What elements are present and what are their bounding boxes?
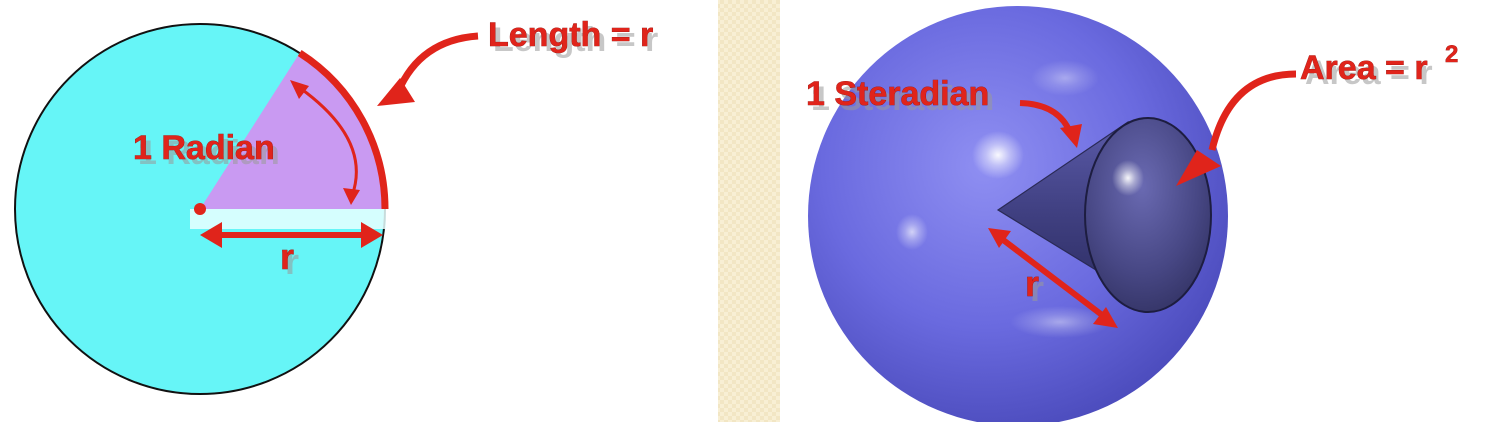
radian-label: 1 Radian: [133, 129, 275, 167]
cap-highlight: [1112, 160, 1144, 196]
svg-text:r: r: [1030, 268, 1044, 309]
area-label: Area = r: [1300, 49, 1428, 87]
panel-divider: [718, 0, 780, 422]
sphere-highlight-bottom: [1010, 306, 1110, 338]
radius-label-right: r: [1025, 263, 1039, 304]
area-pointer-arrow: [1176, 70, 1297, 186]
sphere-highlight-small: [896, 214, 928, 250]
radius-label-left: r: [280, 236, 294, 277]
area-label-exponent: 2: [1445, 41, 1458, 68]
svg-text:Length = r: Length = r: [493, 21, 658, 59]
radius-arrow: [200, 222, 383, 248]
svg-text:r: r: [285, 241, 299, 282]
steradian-pointer-arrow: [1019, 100, 1082, 148]
steradian-panel: 1 Steradian 1 Steradian Area = r Area = …: [806, 6, 1459, 422]
svg-text:Area = r: Area = r: [1305, 54, 1433, 92]
sphere-highlight-top: [1031, 60, 1099, 96]
svg-text:1 Radian: 1 Radian: [138, 134, 280, 172]
arc-pointer-arrow: [377, 32, 479, 106]
steradian-label: 1 Steradian: [806, 75, 989, 113]
radian-panel: 1 Radian 1 Radian Length = r Length = r …: [14, 16, 658, 395]
spherical-cap: [1084, 117, 1212, 313]
radian-sector: [200, 53, 386, 209]
angle-arrow: [290, 80, 360, 205]
arc-length-highlight: [297, 50, 389, 210]
arc-length-label: Length = r: [488, 16, 653, 54]
slant-radius-arrow: [988, 228, 1118, 328]
center-point: [194, 203, 206, 215]
sphere-highlight: [972, 131, 1024, 179]
radius-band: [190, 209, 386, 229]
svg-text:1 Steradian: 1 Steradian: [811, 80, 994, 118]
